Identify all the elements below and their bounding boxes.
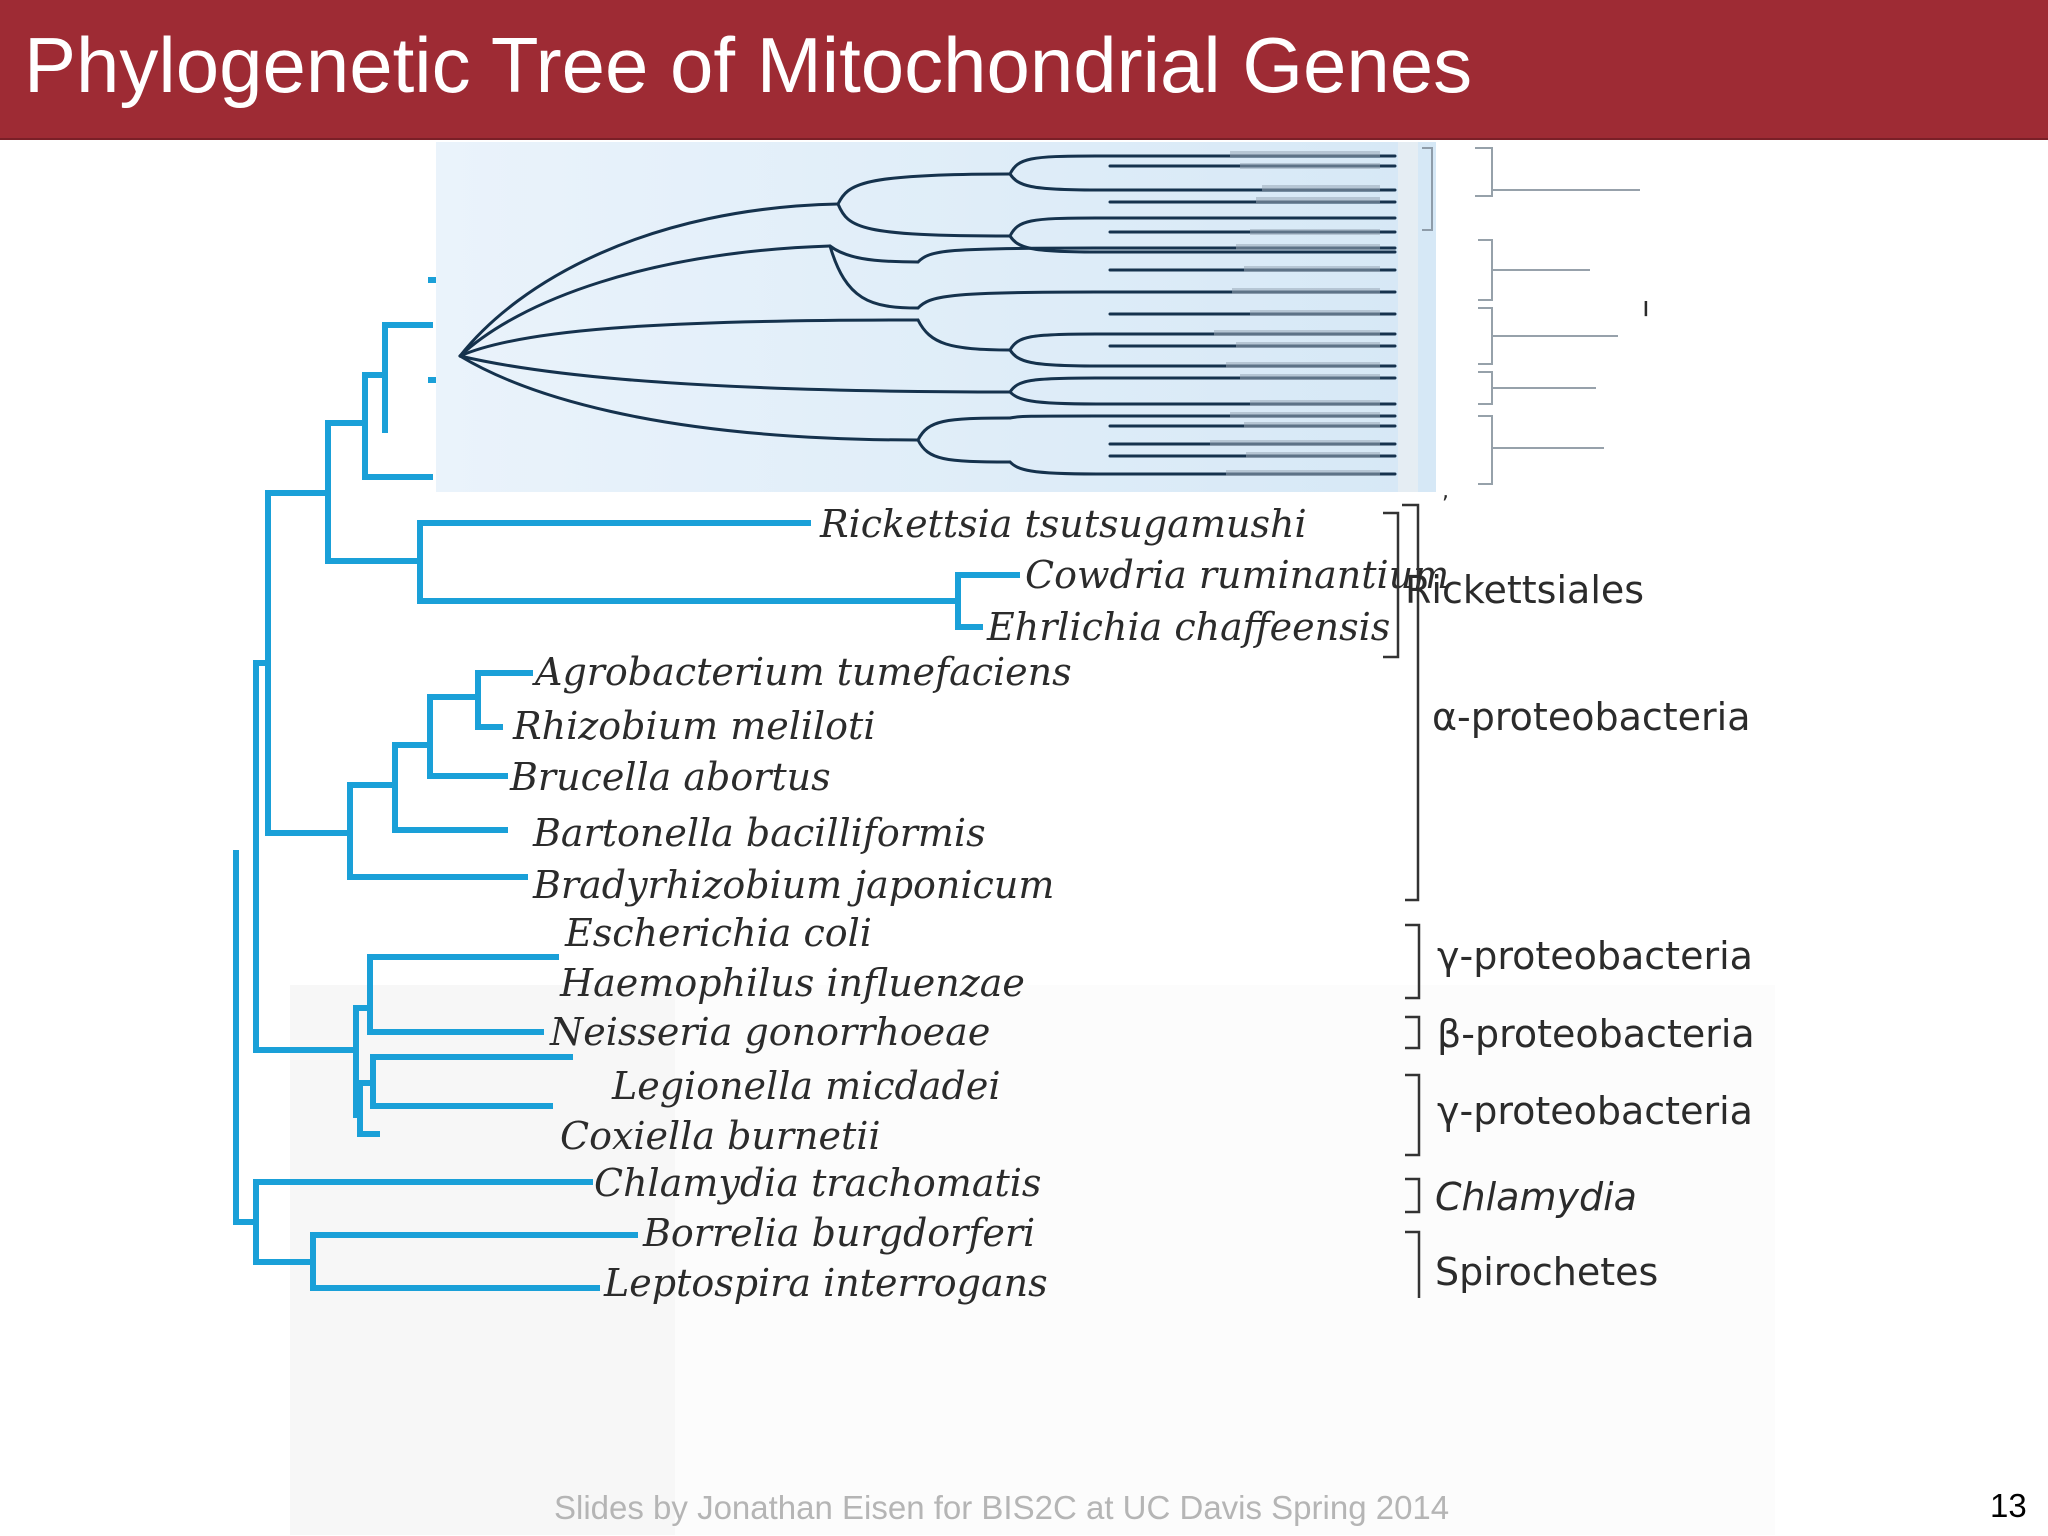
taxon-label: Coxiella burnetii [560, 1114, 881, 1158]
slide-number: 13 [1990, 1487, 2027, 1524]
taxon-label: Legionella micdadei [611, 1064, 1001, 1108]
background-panel-right [675, 985, 1775, 1535]
taxon-label: Cowdria ruminantium [1025, 553, 1449, 597]
taxon-label: Haemophilus influenzae [559, 961, 1025, 1005]
clade-brackets [1383, 503, 1421, 1298]
occluded-label-fragment: ı [1642, 290, 1650, 323]
group-label-beta-proteobacteria: β-proteobacteria [1437, 1012, 1755, 1056]
slide-title: Phylogenetic Tree of Mitochondrial Genes [24, 21, 1473, 109]
slide-footer: Slides by Jonathan Eisen for BIS2C at UC… [554, 1489, 1450, 1526]
inset-illegible-labels [1210, 151, 1380, 476]
clade-labels: Rickettsiales α-proteobacteria γ-proteob… [1405, 568, 1755, 1294]
taxon-label: Leptospira interrogans [603, 1261, 1048, 1305]
taxon-label: Ehrlichia chaffeensis [986, 605, 1390, 649]
taxon-label: Borrelia burgdorferi [642, 1211, 1035, 1255]
taxon-label: Bradyrhizobium japonicum [532, 863, 1054, 907]
taxon-label: Escherichia coli [564, 911, 872, 955]
taxon-label: Chlamydia trachomatis [594, 1161, 1041, 1205]
taxon-label: Bartonella bacilliformis [532, 811, 986, 855]
taxon-label: Agrobacterium tumefaciens [532, 650, 1072, 694]
taxon-label: Rhizobium meliloti [512, 704, 875, 748]
group-label-spirochetes: Spirochetes [1435, 1250, 1658, 1294]
group-label-alpha-proteobacteria: α-proteobacteria [1432, 695, 1751, 739]
inset-brackets [1422, 147, 1640, 485]
taxon-label: Rickettsia tsutsugamushi [819, 502, 1307, 546]
group-label-gamma-proteobacteria: γ-proteobacteria [1437, 934, 1753, 978]
title-bar: Phylogenetic Tree of Mitochondrial Genes [0, 0, 2048, 140]
group-label-chlamydia: Chlamydia [1435, 1175, 1637, 1219]
occluded-mark-fragment: , [1442, 479, 1449, 504]
group-label-gamma-proteobacteria-2: γ-proteobacteria [1437, 1089, 1753, 1133]
taxon-label: Neisseria gonorrhoeae [549, 1010, 990, 1054]
taxon-label: Brucella abortus [509, 755, 831, 799]
inset-background [436, 142, 1436, 492]
taxon-labels: Rickettsia tsutsugamushi Cowdria ruminan… [509, 502, 1449, 1305]
inset-edge-shade [1398, 142, 1418, 492]
group-label-rickettsiales: Rickettsiales [1405, 568, 1644, 612]
bacterial-tree-branches [233, 277, 1020, 1291]
eukaryote-tree-inset [436, 142, 1640, 492]
